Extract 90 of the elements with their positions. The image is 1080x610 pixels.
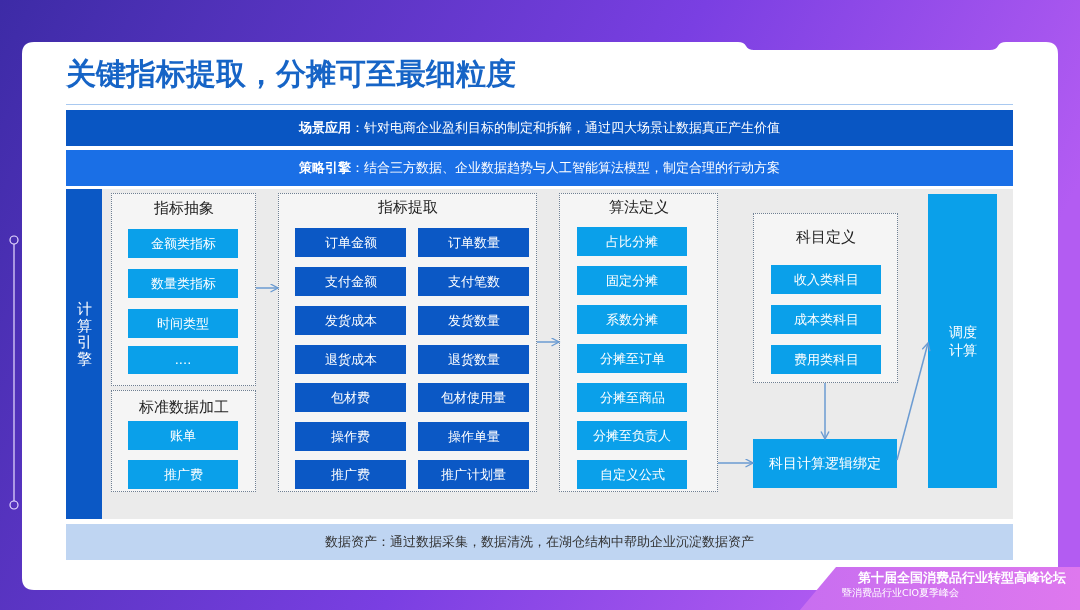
item-label: 分摊至订单 <box>599 349 665 368</box>
item-box <box>577 421 687 450</box>
band-text: 数据资产：通过数据采集，数据清洗，在湖仓结构中帮助企业沉淀数据资产 <box>325 533 754 551</box>
arrow <box>717 458 754 468</box>
item-label: 包材使用量 <box>441 388 506 407</box>
band-text: 策略引擎：结合三方数据、企业数据趋势与人工智能算法模型，制定合理的行动方案 <box>299 159 780 177</box>
group-panel <box>111 390 256 492</box>
item-box <box>577 383 687 412</box>
item-label: 成本类科目 <box>793 310 859 329</box>
process-box <box>753 439 897 488</box>
item-box <box>418 267 529 296</box>
footer-band <box>66 524 1013 560</box>
item-box <box>771 265 881 294</box>
header-band <box>66 110 1013 146</box>
item-box <box>128 229 238 258</box>
event-title: 第十届全国消费品行业转型高峰论坛 <box>858 570 1066 585</box>
item-box <box>418 460 529 489</box>
group-panel <box>111 193 256 386</box>
arrow <box>255 283 279 293</box>
item-label: 订单数量 <box>447 233 500 252</box>
item-label: 费用类科目 <box>793 350 859 369</box>
process-label: 调度计算 <box>948 322 977 360</box>
item-label: 金额类指标 <box>150 234 216 253</box>
item-box <box>577 460 687 489</box>
arrow <box>820 382 830 440</box>
item-label: 包材费 <box>331 388 370 407</box>
item-box <box>577 266 687 295</box>
item-label: 分摊至商品 <box>599 388 665 407</box>
item-box <box>295 460 406 489</box>
item-label: 操作费 <box>331 427 370 446</box>
group-title: 算法定义 <box>608 197 669 218</box>
group-title: 指标提取 <box>377 197 438 218</box>
item-label: 订单金额 <box>324 233 377 252</box>
item-label: 推广费 <box>163 465 203 484</box>
slide-title: 关键指标提取，分摊可至最细粒度 <box>66 55 516 93</box>
item-label: 时间类型 <box>157 314 209 333</box>
item-label: 系数分摊 <box>606 310 658 329</box>
item-label: 分摊至负责人 <box>593 426 671 445</box>
item-box <box>771 345 881 374</box>
group-title: 指标抽象 <box>153 198 214 219</box>
item-box <box>295 306 406 335</box>
item-label: .... <box>174 351 192 369</box>
item-label: 支付笔数 <box>447 272 500 291</box>
item-box <box>418 228 529 257</box>
item-label: 收入类科目 <box>793 270 859 289</box>
group-panel <box>559 193 718 492</box>
item-label: 发货成本 <box>324 311 377 330</box>
side-heading: 计算引擎 <box>76 301 92 367</box>
engine-panel <box>66 189 1013 519</box>
item-box <box>128 269 238 298</box>
item-label: 数量类指标 <box>150 274 216 293</box>
item-label: 账单 <box>170 426 196 445</box>
band-text: 场景应用：针对电商企业盈利目标的制定和拆解，通过四大场景让数据真正产生价值 <box>299 119 780 137</box>
item-box <box>128 309 238 338</box>
item-box <box>295 228 406 257</box>
item-box <box>128 346 238 374</box>
arrow <box>536 337 560 347</box>
item-label: 发货数量 <box>447 311 500 330</box>
item-box <box>418 345 529 374</box>
item-box <box>128 460 238 489</box>
item-box <box>577 344 687 373</box>
item-box <box>577 305 687 334</box>
item-box <box>295 422 406 451</box>
item-label: 推广计划量 <box>441 465 506 484</box>
item-box <box>418 383 529 412</box>
item-label: 退货成本 <box>324 350 377 369</box>
item-box <box>295 383 406 412</box>
group-title: 标准数据加工 <box>138 397 229 418</box>
item-label: 操作单量 <box>447 427 500 446</box>
item-box <box>418 422 529 451</box>
item-box <box>771 305 881 334</box>
group-panel <box>278 193 537 492</box>
process-box <box>928 194 997 488</box>
arrow <box>896 342 931 461</box>
item-label: 固定分摊 <box>606 271 658 290</box>
process-label: 科目计算逻辑绑定 <box>769 454 881 473</box>
group-title: 科目定义 <box>795 227 856 248</box>
item-box <box>128 421 238 450</box>
item-label: 自定义公式 <box>599 465 665 484</box>
group-panel <box>753 213 898 383</box>
item-label: 退货数量 <box>447 350 500 369</box>
item-box <box>295 267 406 296</box>
header-band <box>66 150 1013 186</box>
event-subtitle: 暨消费品行业CIO夏季峰会 <box>842 587 959 599</box>
item-label: 支付金额 <box>324 272 377 291</box>
item-box <box>295 345 406 374</box>
item-label: 占比分摊 <box>606 232 658 251</box>
item-label: 推广费 <box>331 465 370 484</box>
item-box <box>577 227 687 256</box>
item-box <box>418 306 529 335</box>
